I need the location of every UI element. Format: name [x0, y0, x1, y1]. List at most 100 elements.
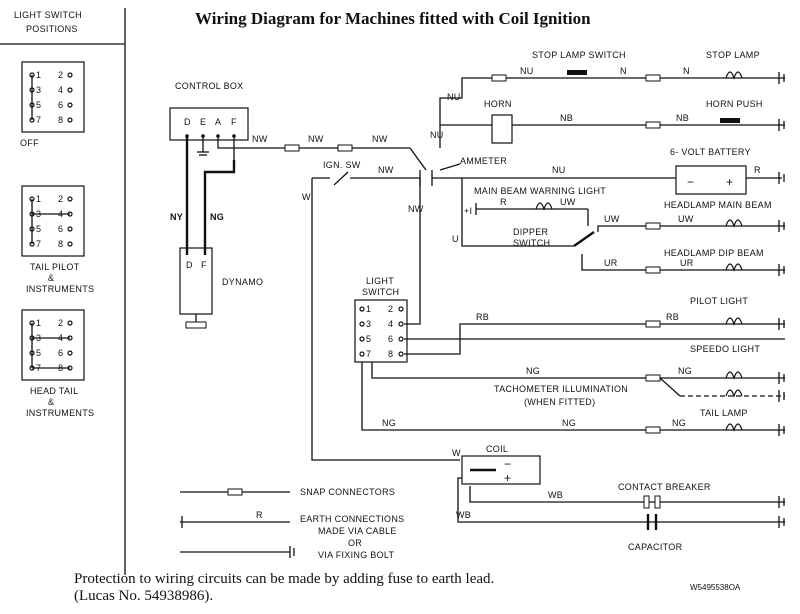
wire-label-wb-2: WB [456, 510, 471, 520]
speedo-light-label: SPEEDO LIGHT [690, 344, 760, 354]
switch-terminal-number: 6 [388, 334, 393, 344]
legend-heading-1: LIGHT SWITCH [14, 10, 82, 20]
switch-terminal-number: 8 [58, 115, 63, 125]
horn-push [720, 118, 740, 123]
snap-connector [645, 74, 661, 82]
lamp-icon [725, 71, 743, 80]
switch-terminal [398, 351, 404, 357]
wire-w-coil [311, 178, 460, 461]
wire-nw-lightswitch [404, 178, 421, 325]
wire-label-ny: NY [170, 212, 183, 222]
lamp-icon [535, 202, 553, 211]
control-box-terminal-d: D [184, 117, 191, 127]
wire-a-f-link [217, 136, 235, 149]
wire-label-uw-1: UW [604, 214, 620, 224]
switch-terminal [67, 226, 73, 232]
switch-terminal-number: 4 [388, 319, 393, 329]
position-head-tail-label-2: & [48, 397, 54, 407]
tacho-label-1: TACHOMETER ILLUMINATION [494, 384, 628, 394]
wire-label-nw-ign: NW [378, 165, 394, 175]
wire-label-wb-1: WB [548, 490, 563, 500]
switch-terminal [67, 87, 73, 93]
key-snap-label: SNAP CONNECTORS [300, 487, 395, 497]
switch-terminal [67, 102, 73, 108]
wire-tacho-branch [659, 377, 681, 397]
control-box [169, 107, 249, 141]
wire-label-nw-ls: NW [408, 204, 424, 214]
position-head-tail-label-1: HEAD TAIL [30, 386, 78, 396]
position-tail-pilot-label-1: TAIL PILOT [30, 262, 80, 272]
switch-position-box [21, 61, 85, 133]
wire-label-uw-2: UW [678, 214, 694, 224]
switch-terminal-number: 5 [36, 100, 41, 110]
wire-label-ng-dynamo: NG [210, 212, 224, 222]
switch-terminal-number: 2 [58, 194, 63, 204]
stop-lamp-label: STOP LAMP [706, 50, 760, 60]
position-off-label: OFF [20, 138, 39, 148]
wire-label-u: U [452, 234, 459, 244]
wire-label-ur-1: UR [604, 258, 618, 268]
horn-label: HORN [484, 99, 512, 109]
lamp-icon [725, 371, 743, 380]
wire-nu-stop [439, 77, 785, 148]
battery-label: 6- VOLT BATTERY [670, 147, 751, 157]
earth-plus-label: +I [464, 206, 472, 216]
wire-u-dipper [461, 178, 574, 247]
switch-terminal-number: 6 [58, 348, 63, 358]
snap-connector [645, 374, 661, 382]
control-box-terminal-a: A [215, 117, 221, 127]
footer-line-1: Protection to wiring circuits can be mad… [74, 571, 494, 587]
wire-label-w: W [302, 192, 311, 202]
switch-terminal [359, 321, 365, 327]
wire-label-uw-warning: UW [560, 197, 576, 207]
switch-terminal-number: 6 [58, 100, 63, 110]
horn [491, 114, 513, 144]
switch-terminal-number: 3 [36, 85, 41, 95]
switch-terminal-number: 8 [58, 239, 63, 249]
lamp-icon [725, 263, 743, 272]
wire-label-w-coil: W [452, 448, 461, 458]
switch-terminal-number: 2 [58, 70, 63, 80]
wire-pilot-feed [404, 323, 785, 355]
switch-terminal-number: 7 [366, 349, 371, 359]
legend-heading-2: POSITIONS [26, 24, 78, 34]
coil-plus: + [504, 471, 511, 485]
wire-ng-speedo [371, 362, 785, 379]
wire-label-nw-1: NW [252, 134, 268, 144]
contact-breaker [654, 495, 661, 509]
switch-terminal-number: 2 [58, 318, 63, 328]
switch-terminal-number: 8 [388, 349, 393, 359]
tacho-label-2: (WHEN FITTED) [524, 397, 595, 407]
dipper-label-1: DIPPER [513, 227, 549, 237]
coil [461, 455, 541, 485]
tail-lamp-label: TAIL LAMP [700, 408, 748, 418]
stop-lamp-switch-label: STOP LAMP SWITCH [532, 50, 626, 60]
headlamp-dip-label: HEADLAMP DIP BEAM [664, 248, 764, 258]
wire-label-nb-2: NB [676, 113, 689, 123]
key-earth-line-3: OR [348, 538, 362, 548]
switch-terminal-number: 5 [36, 224, 41, 234]
dynamo [179, 247, 213, 315]
dynamo-label: DYNAMO [222, 277, 263, 287]
switch-terminal [359, 336, 365, 342]
switch-terminal-number: 7 [36, 115, 41, 125]
switch-terminal-number: 4 [58, 85, 63, 95]
lamp-icon [725, 423, 743, 432]
switch-position-box [21, 185, 85, 257]
wire-label-nu-battery: NU [552, 165, 566, 175]
snap-connector [645, 222, 661, 230]
pilot-light-label: PILOT LIGHT [690, 296, 748, 306]
ign-sw-label: IGN. SW [323, 160, 361, 170]
snap-connector [337, 144, 353, 152]
wire-label-ur-2: UR [680, 258, 694, 268]
dynamo-terminal-f: F [201, 260, 207, 270]
contact-breaker [643, 495, 650, 509]
drawing-number: W5495538OA [690, 583, 741, 592]
diagram-title: Wiring Diagram for Machines fitted with … [195, 9, 591, 28]
snap-connector [645, 121, 661, 129]
